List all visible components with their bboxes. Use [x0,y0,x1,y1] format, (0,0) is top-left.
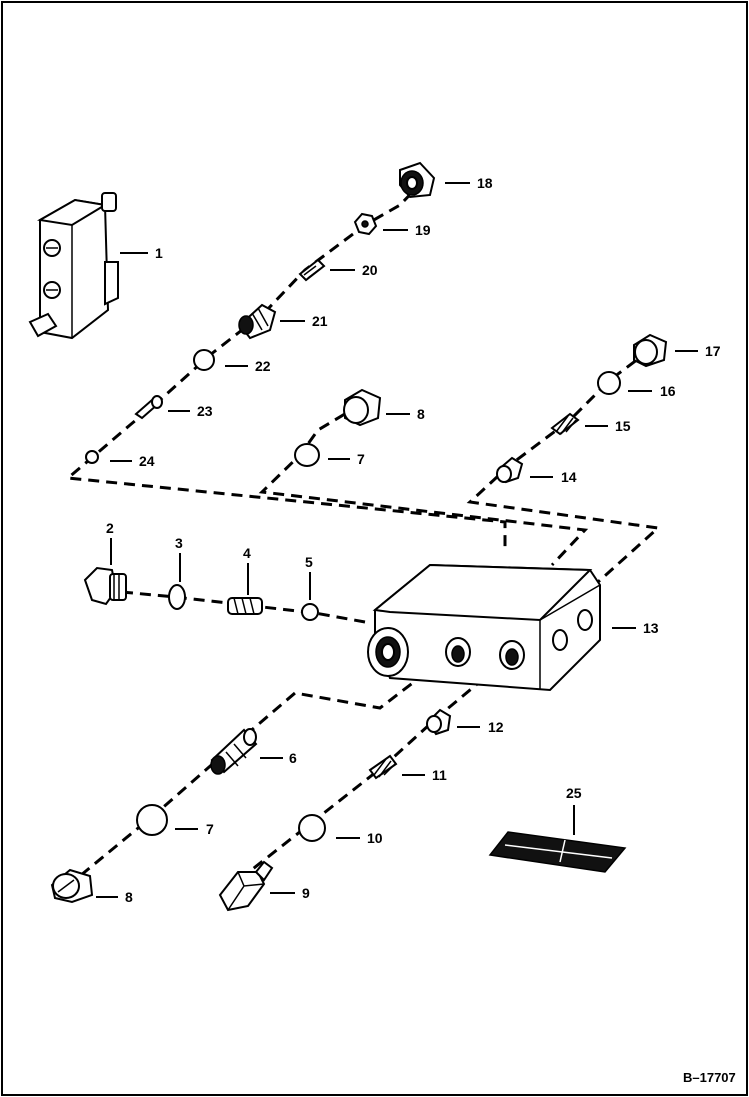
part-25-decal [488,831,627,873]
part-13-valve-body [367,563,601,692]
callout-25: 25 [566,785,582,801]
callout-18: 18 [477,175,493,191]
part-11-spring [368,754,398,780]
callout-2: 2 [106,520,114,536]
part-21-plug [238,303,277,340]
path-right-chain [466,348,662,584]
callout-1: 1 [155,245,163,261]
callout-6: 6 [289,750,297,766]
path-middle-chain [258,403,589,567]
part-18-cap [399,161,436,199]
part-3-o-ring [168,584,186,610]
callout-20: 20 [362,262,378,278]
part-15-spring [550,412,580,436]
callout-21: 21 [312,313,328,329]
callout-24: 24 [139,453,155,469]
callout-16: 16 [660,383,676,399]
part-1-control-valve [28,192,119,340]
callout-13: 13 [643,620,659,636]
part-12-poppet [426,708,452,736]
part-9-adjuster [218,860,274,912]
part-7-lower-o-ring [136,804,168,836]
part-7-upper-o-ring [294,443,320,467]
callout-7a: 7 [357,451,365,467]
ref-code: B–17707 [683,1070,736,1085]
leader-lines [96,182,698,898]
part-17-plug [633,333,668,368]
callout-10: 10 [367,830,383,846]
callout-3: 3 [175,535,183,551]
path-lower-left-chain [74,660,441,882]
callout-17: 17 [705,343,721,359]
part-20-set-screw [298,258,326,282]
part-19-nut [353,212,378,236]
part-16-o-ring [597,371,621,395]
callout-8a: 8 [417,406,425,422]
part-14-poppet [496,456,524,484]
part-22-o-ring [193,349,215,371]
part-23-pin [134,395,163,420]
part-5-ball [301,603,319,621]
part-6-spool [210,728,258,775]
callout-23: 23 [197,403,213,419]
part-4-spring [227,597,263,615]
callout-7b: 7 [206,821,214,837]
callout-14: 14 [561,469,577,485]
callout-9: 9 [302,885,310,901]
callout-8b: 8 [125,889,133,905]
part-8-lower-plug [50,868,94,904]
callout-19: 19 [415,222,431,238]
callout-5: 5 [305,554,313,570]
callout-11: 11 [432,767,447,783]
part-24-o-ring [85,450,99,464]
assembly-paths [64,178,662,882]
part-2-fitting [83,566,127,606]
part-10-o-ring [298,814,326,842]
part-8-upper-plug [343,388,382,427]
callout-15: 15 [615,418,631,434]
callout-4: 4 [243,545,251,561]
callout-12: 12 [488,719,504,735]
path-upper-left-chain [64,178,507,552]
callout-22: 22 [255,358,271,374]
callout-labels: 1 2 3 4 5 6 7 7 8 8 9 10 11 12 13 14 15 … [106,175,736,1085]
